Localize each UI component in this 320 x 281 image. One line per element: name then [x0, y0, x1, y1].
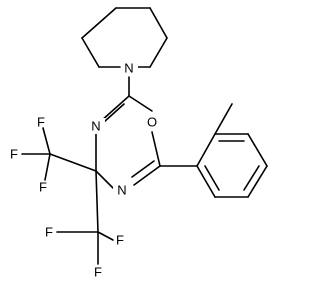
bond [42, 127, 51, 155]
double-bond [100, 95, 130, 122]
oxadiazine-ring [95, 95, 161, 189]
bond [247, 165, 268, 198]
bond [149, 37, 168, 68]
bond [196, 165, 216, 198]
atom-label-piperidine-n: N [124, 61, 133, 76]
atom-label-f-upper-3: F [39, 180, 47, 195]
bond [128, 95, 153, 112]
trifluoromethyl-upper [21, 127, 97, 181]
bond [44, 153, 51, 181]
atom-label-f-upper-2: F [10, 147, 18, 162]
atom-labels: N N O N F F F F F F [10, 60, 161, 280]
atom-label-f-lower-3: F [94, 265, 102, 280]
atom-label-ring-o: O [147, 115, 157, 130]
bond [49, 153, 97, 172]
bond [247, 133, 268, 167]
atom-label-f-lower-1: F [45, 225, 53, 240]
trifluoromethyl-lower [56, 170, 114, 265]
bond [81, 37, 100, 68]
double-bond [131, 160, 155, 178]
atom-label-f-upper-1: F [37, 115, 45, 130]
molecule-drawing: N N O N F F F F F F [10, 7, 268, 280]
double-bond [103, 103, 125, 123]
bond [97, 231, 114, 241]
piperidine-ring [81, 7, 168, 68]
bond [95, 170, 99, 233]
bond [81, 7, 117, 39]
atom-label-ring-n-bottom: N [117, 183, 126, 198]
tolyl-ring [159, 103, 268, 198]
atom-label-ring-n-top: N [91, 119, 100, 134]
chemical-structure-diagram: N N O N F F F F F F [10, 7, 268, 280]
atom-label-f-lower-2: F [116, 233, 124, 248]
aromatic-bond [243, 165, 260, 191]
double-bond [133, 165, 161, 186]
bond [196, 133, 216, 167]
methyl-bond [214, 103, 233, 135]
aromatic-bond [204, 165, 220, 191]
bond [151, 131, 161, 167]
bond [149, 7, 168, 39]
bond [95, 170, 114, 189]
